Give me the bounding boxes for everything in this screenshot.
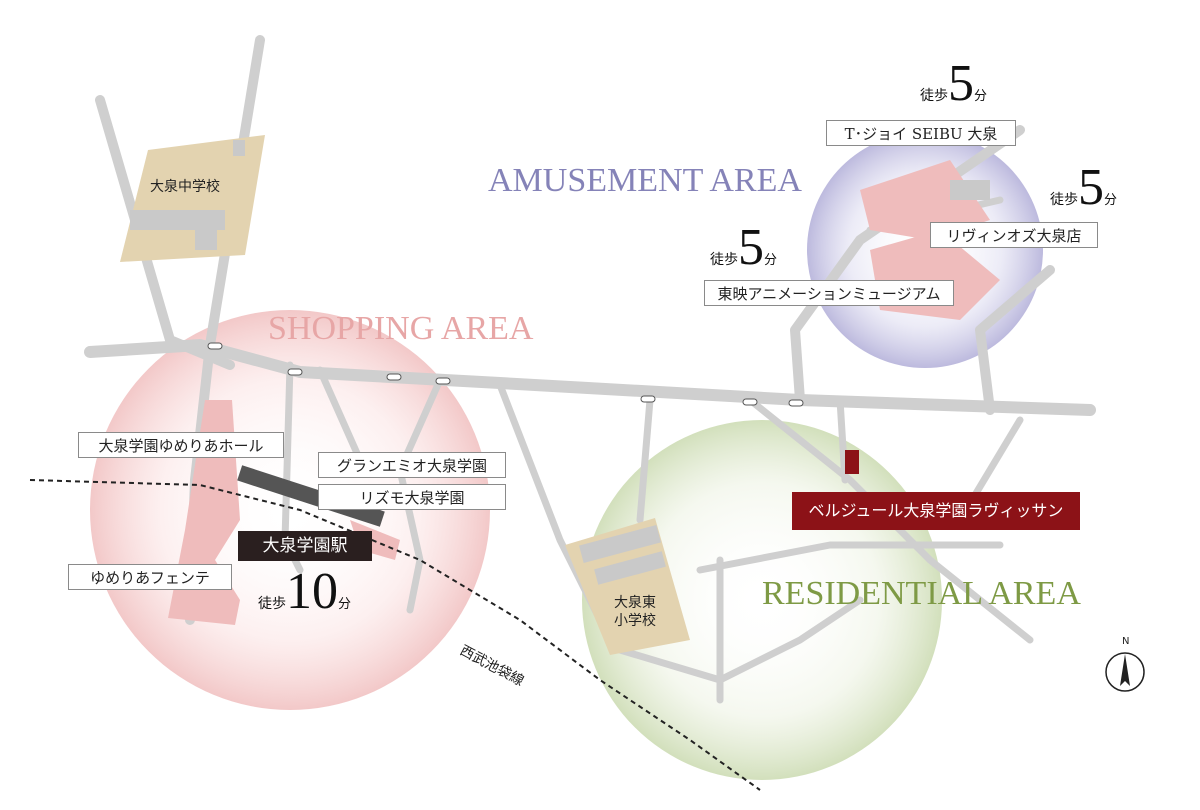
- label-rizumo: リズモ大泉学園: [318, 484, 506, 510]
- elementary-school-block: [565, 518, 690, 655]
- label-tjoy: T･ジョイ SEIBU 大泉: [826, 120, 1016, 146]
- label-grand-emio: グランエミオ大泉学園: [318, 452, 506, 478]
- label-yumeria-fente: ゆめりあフェンテ: [68, 564, 232, 590]
- walk-time-tjoy: 徒歩5分: [920, 55, 988, 112]
- target-building: [845, 450, 859, 474]
- walk-time-toei: 徒歩5分: [710, 219, 778, 276]
- label-elementary-school-line1: 大泉東: [614, 595, 656, 611]
- label-riverwalk: リヴィンオズ大泉店: [930, 222, 1098, 248]
- railway: [29, 465, 761, 791]
- label-elementary-school-line2: 小学校: [614, 613, 656, 629]
- walk-time-station: 徒歩10分: [258, 563, 352, 620]
- label-junior-high-school: 大泉中学校: [150, 179, 220, 195]
- label-toei-museum: 東映アニメーションミュージアム: [704, 280, 954, 306]
- junior-high-school-block: [120, 135, 265, 262]
- walk-time-riverwalk: 徒歩5分: [1050, 159, 1118, 216]
- north-label: N: [1122, 636, 1130, 647]
- station-label: 大泉学園駅: [238, 531, 372, 561]
- traffic-signals: [207, 342, 804, 407]
- north-arrow-icon: [1105, 652, 1145, 692]
- label-yumeria-hall: 大泉学園ゆめりあホール: [78, 432, 284, 458]
- shopping-area-title: SHOPPING AREA: [268, 310, 534, 347]
- amusement-area-title: AMUSEMENT AREA: [488, 162, 802, 199]
- target-property-label: ベルジュール大泉学園ラヴィッサン: [792, 492, 1080, 530]
- residential-area-title: RESIDENTIAL AREA: [762, 575, 1081, 612]
